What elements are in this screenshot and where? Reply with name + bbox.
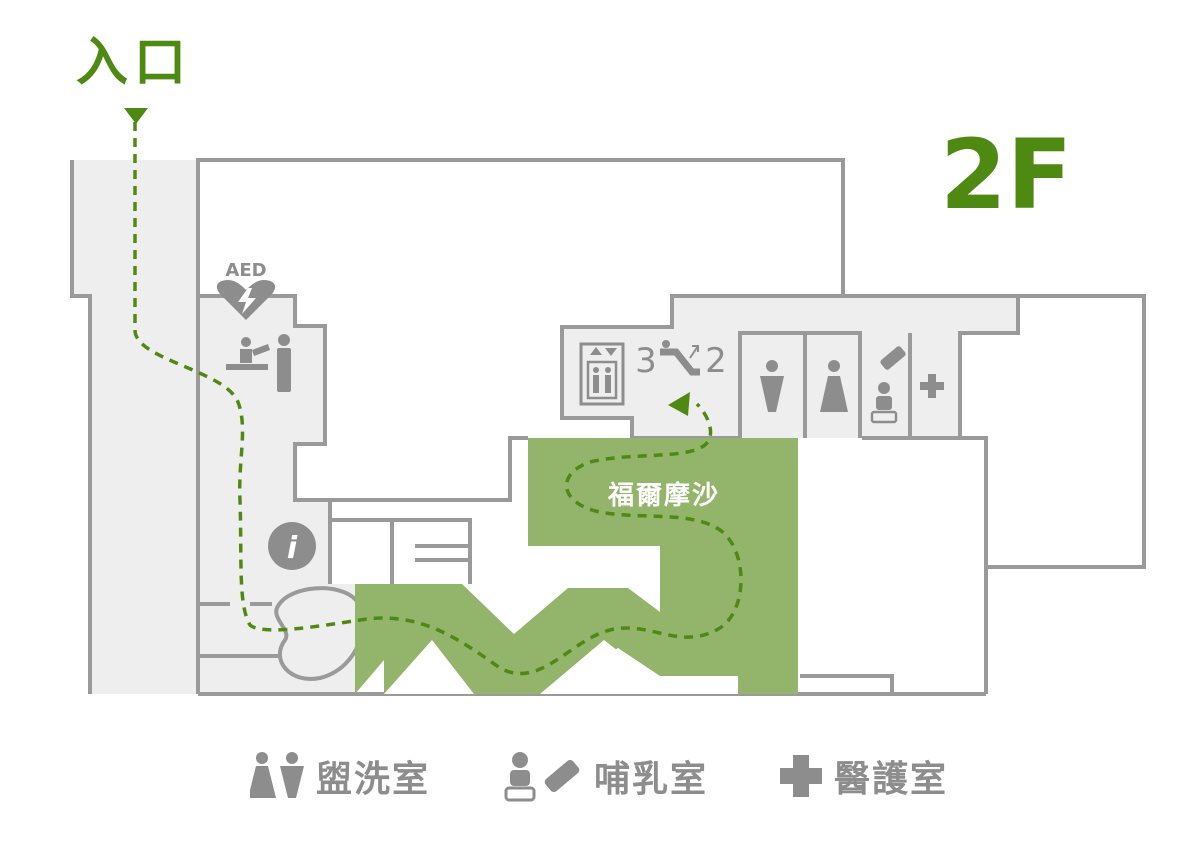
route-end-arrow-icon: [668, 392, 690, 416]
nursing-room-icon: [504, 752, 580, 802]
legend-restroom-label: 盥洗室: [316, 759, 431, 800]
info-icon[interactable]: i: [268, 522, 316, 570]
male-restroom-icon: [760, 360, 784, 412]
nursing-room-icon: [870, 346, 906, 424]
legend-nursing: 哺乳室: [500, 748, 708, 804]
aed-icon: AED: [216, 260, 276, 320]
entrance-arrow-icon: [124, 108, 148, 124]
restroom-icon: [250, 752, 304, 798]
escalator-down-floor: 2: [705, 341, 727, 381]
service-desk-icon: [226, 334, 291, 392]
legend-nursing-label: 哺乳室: [594, 759, 709, 800]
elevator-icon: [579, 342, 625, 406]
store-notch-left: [384, 640, 474, 694]
store-area[interactable]: [355, 438, 798, 694]
medical-cross-icon: [920, 374, 944, 398]
medical-cross-icon: [780, 755, 822, 797]
female-restroom-icon: [820, 360, 848, 412]
escalator-icon: 3 2: [635, 340, 727, 381]
floor-label: 2F: [940, 119, 1072, 231]
aed-text: AED: [225, 260, 266, 281]
store-main-block[interactable]: [355, 438, 798, 694]
svg-text:i: i: [287, 531, 298, 566]
store-notch-right: [540, 640, 738, 694]
entrance-label: 入口: [76, 33, 192, 93]
store-label: 福爾摩沙: [607, 480, 720, 511]
escalator-up-floor: 3: [635, 341, 657, 381]
legend-medical: 醫護室: [778, 748, 948, 804]
round-lobby: [274, 586, 365, 681]
legend-restroom: 盥洗室: [250, 748, 430, 804]
left-corridor: [72, 160, 198, 694]
legend-medical-label: 醫護室: [834, 759, 949, 800]
